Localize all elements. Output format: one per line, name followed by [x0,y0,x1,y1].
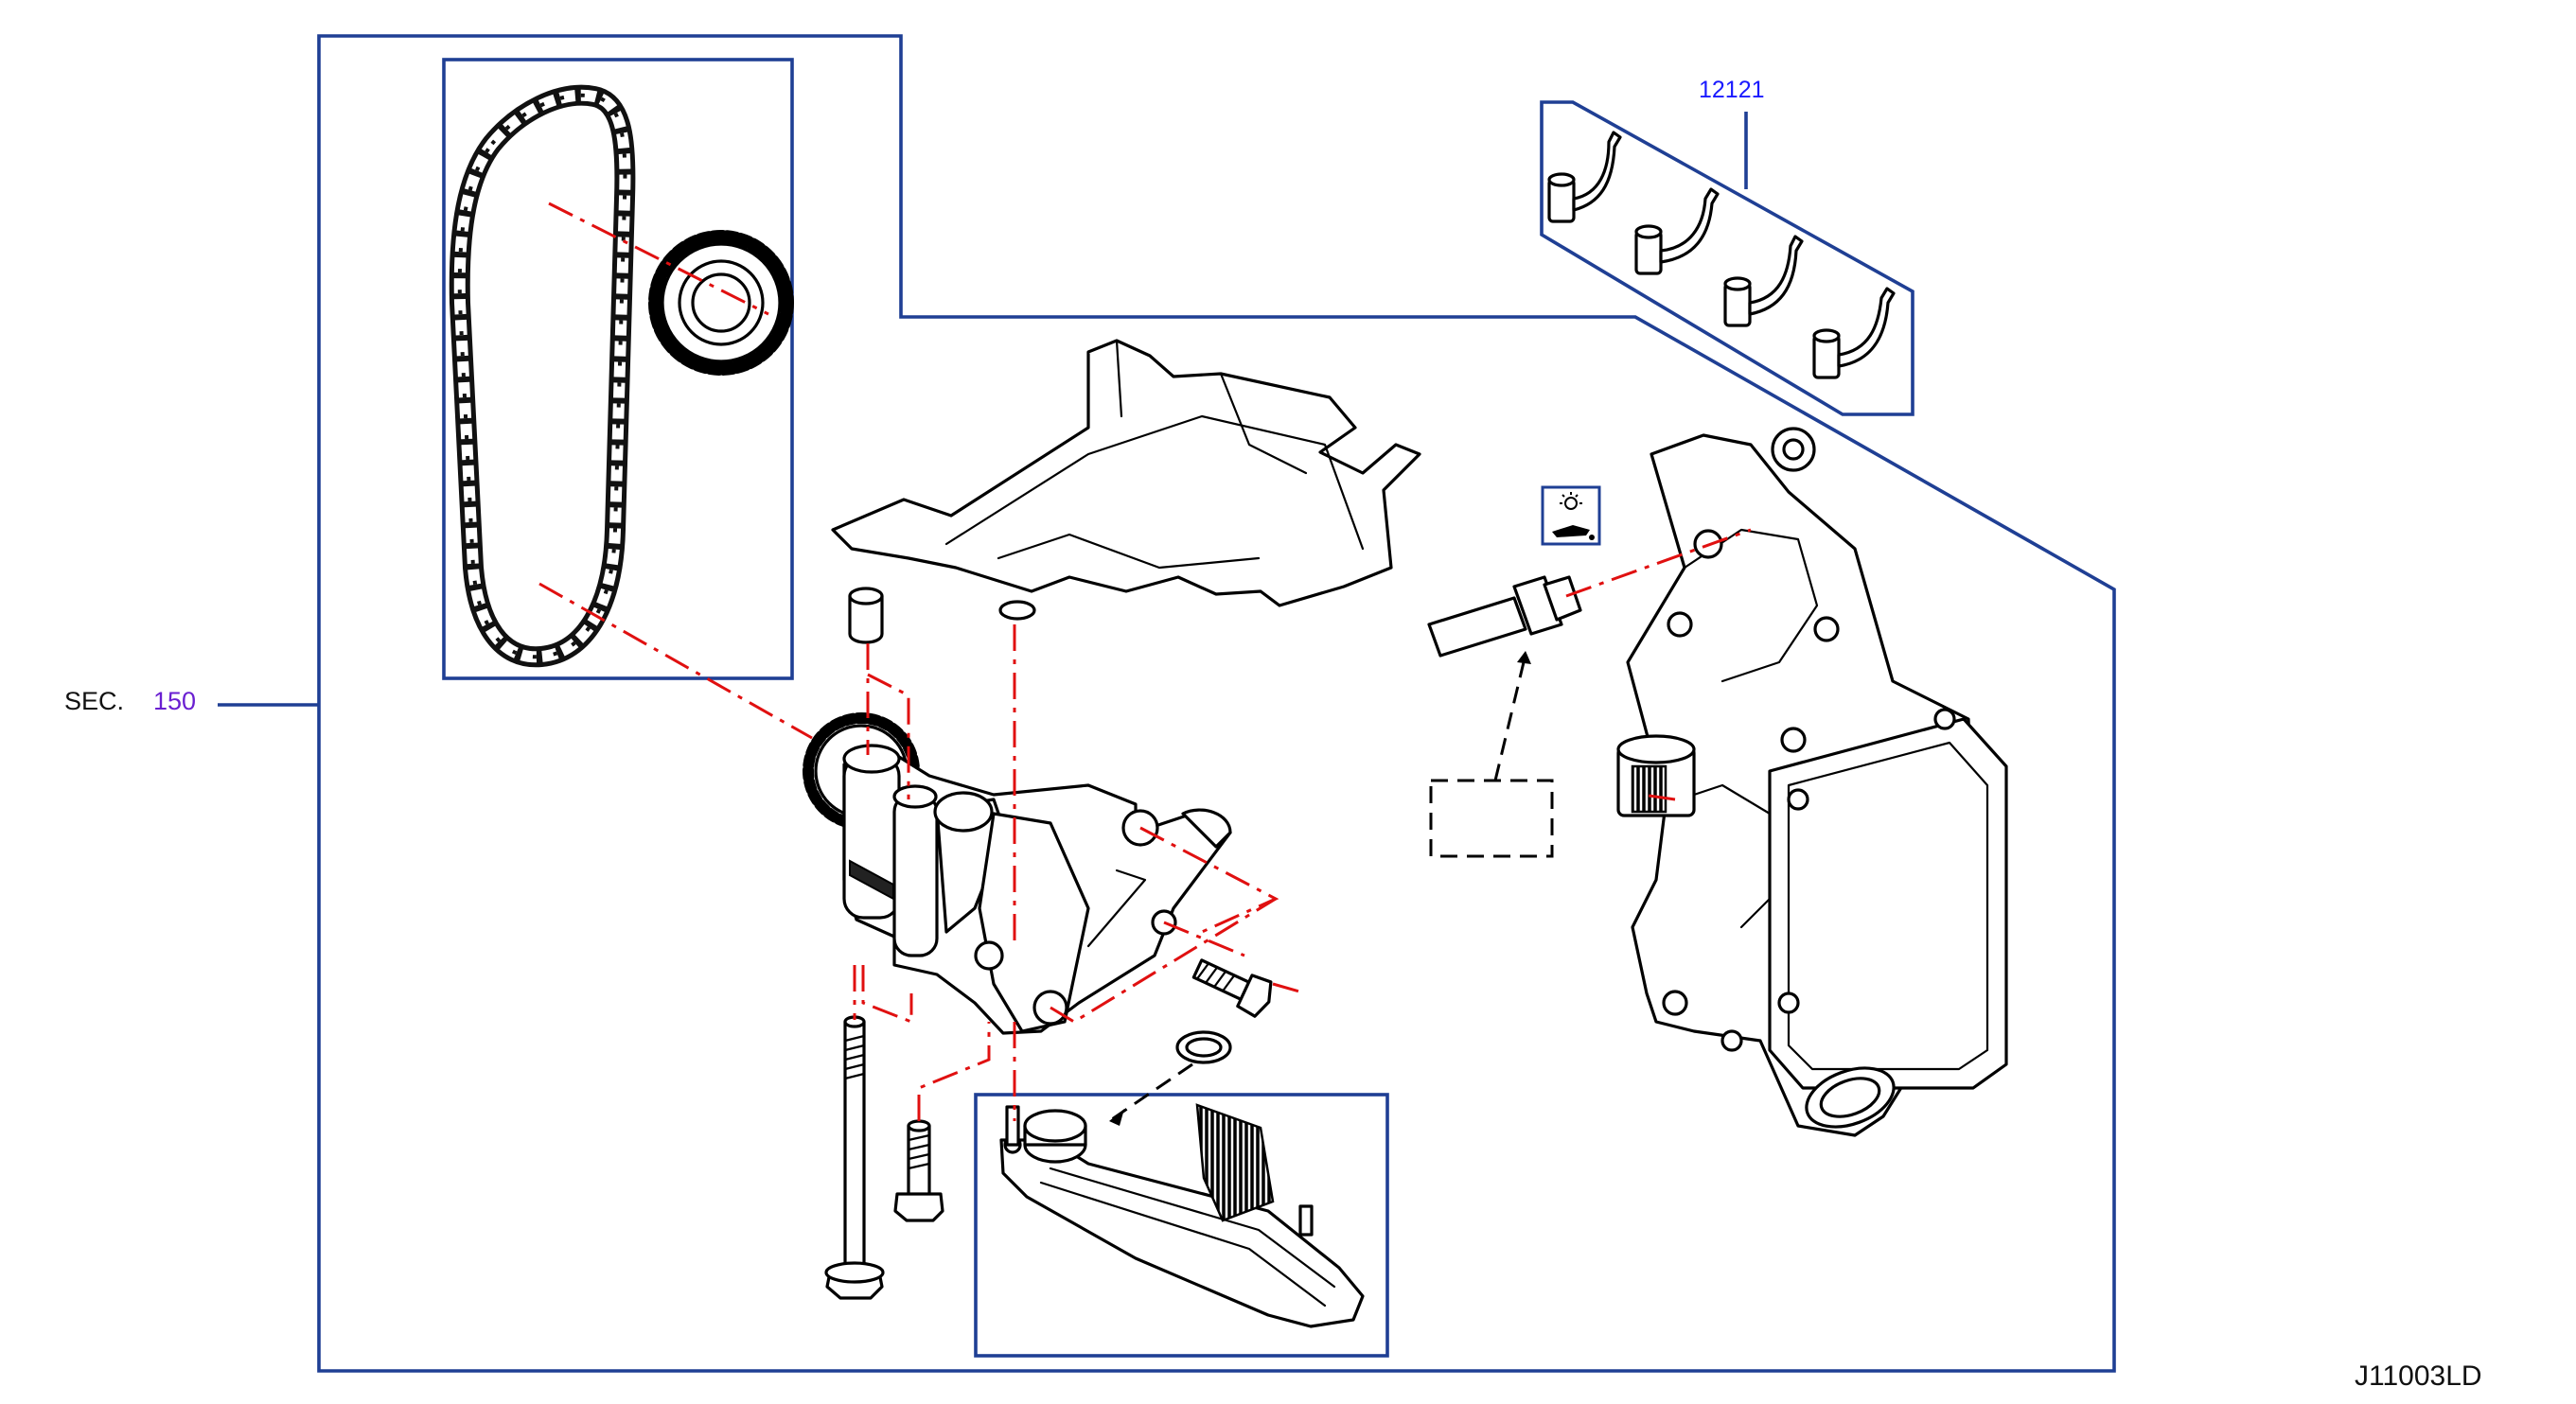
timing-chain-frame [442,58,794,680]
spacer-sleeve[interactable] [848,587,884,644]
oil-jet-3[interactable] [1723,235,1804,327]
oil-jet-2[interactable] [1634,187,1720,275]
tappet-set-frame [1540,100,1914,416]
camshaft-sprocket[interactable] [648,230,794,376]
short-pump-bolt[interactable] [893,1119,944,1222]
oil-pressure-warning-icon [1541,485,1601,546]
flange-bolt[interactable] [1190,952,1277,1019]
oil-pan-baffle-plate[interactable] [831,339,1421,621]
oil-pressure-switch[interactable] [1427,575,1582,658]
oil-filter-housing-and-cooler[interactable] [1616,427,2008,1138]
o-ring-leader-arrow [1109,1109,1124,1126]
sensor-leader-arrow [1517,651,1531,664]
red-leader-lines [538,202,1752,1121]
main-assembly-frame [317,34,2116,1373]
oil-strainer-frame [974,1093,1389,1358]
sensor-placeholder-box [1429,779,1554,858]
frame-lines [218,34,2116,1373]
oil-pump-assembly[interactable] [842,744,1232,1035]
section-label: SEC. [64,687,125,715]
oil-jet-1[interactable] [1547,131,1622,223]
section-number-link[interactable]: 150 [153,687,197,715]
long-pump-bolt[interactable] [824,1015,885,1300]
oil-jet-4[interactable] [1812,287,1896,379]
sensor-leader [1493,661,1526,781]
oil-strainer[interactable] [999,1103,1365,1328]
oil-jet-set[interactable] [1547,131,1896,379]
part-number-12121[interactable]: 12121 [1699,77,1765,103]
drawing-code: J11003LD [2355,1360,2482,1392]
o-ring-gasket[interactable] [1175,1030,1232,1064]
timing-chain[interactable] [449,84,636,668]
